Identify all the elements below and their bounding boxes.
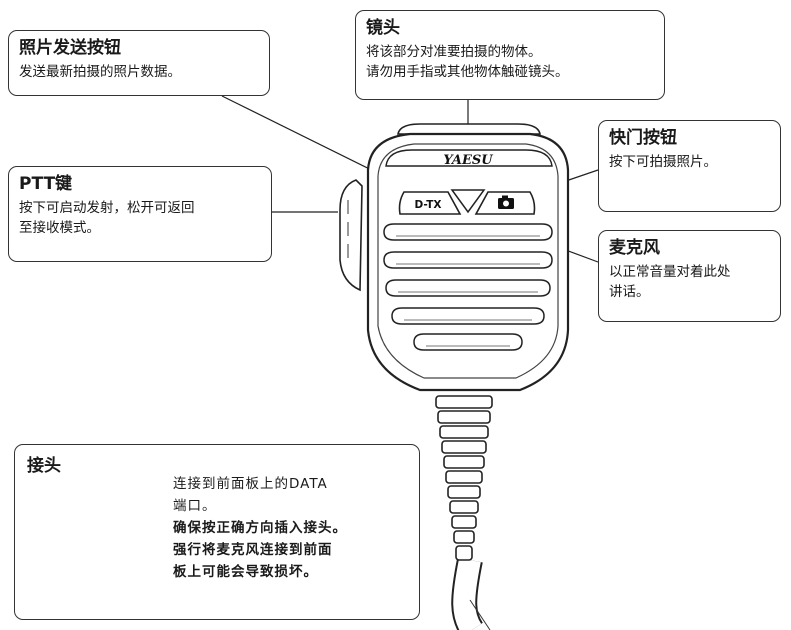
connector-title: 接头 xyxy=(27,456,61,476)
cable xyxy=(451,557,491,630)
lens-callout: 镜头 将该部分对准要拍摄的物体。 请勿用手指或其他物体触碰镜头。 xyxy=(355,10,665,100)
lens-title: 镜头 xyxy=(366,18,400,38)
microphone-title: 麦克风 xyxy=(609,238,660,258)
lens-window xyxy=(450,189,486,214)
photo-send-button-title: 照片发送按钮 xyxy=(19,38,121,58)
dtx-button xyxy=(398,191,462,215)
connector-callout: 接头 连接到前面板上的DATA 端口。 确保按正确方向插入接头。 强行将麦克风连… xyxy=(14,444,420,620)
ptt-key-callout: PTT键 按下可启动发射，松开可返回 至接收模式。 xyxy=(8,166,272,262)
microphone-callout: 麦克风 以正常音量对着此处 讲话。 xyxy=(598,230,781,322)
microphone-desc-1: 以正常音量对着此处 xyxy=(609,264,731,280)
ptt-key-desc-1: 按下可启动发射，松开可返回 xyxy=(19,200,195,216)
connector-line-1: 连接到前面板上的DATA xyxy=(173,476,328,492)
camera-icon xyxy=(498,195,514,209)
lens-desc-1: 将该部分对准要拍摄的物体。 xyxy=(366,44,542,60)
photo-send-button-desc: 发送最新拍摄的照片数据。 xyxy=(19,64,181,80)
top-band xyxy=(385,149,553,167)
shutter-button-desc: 按下可拍摄照片。 xyxy=(609,154,717,170)
connector-text: 连接到前面板上的DATA 端口。 确保按正确方向插入接头。 强行将麦克风连接到前… xyxy=(173,473,415,583)
photo-send-button-callout: 照片发送按钮 发送最新拍摄的照片数据。 xyxy=(8,30,270,96)
connector-warning-1: 确保按正确方向插入接头。 xyxy=(173,520,347,536)
dtx-button-label: D-TX xyxy=(415,199,442,211)
ptt-side-key xyxy=(339,179,363,292)
ptt-key-desc-2: 至接收模式。 xyxy=(19,220,100,236)
shutter-button-title: 快门按钮 xyxy=(609,128,677,148)
connector-line-2: 端口。 xyxy=(173,498,217,514)
connector-warning-2: 强行将麦克风连接到前面 xyxy=(173,542,333,558)
ptt-key-title: PTT键 xyxy=(19,174,73,194)
shutter-button-callout: 快门按钮 按下可拍摄照片。 xyxy=(598,120,781,212)
connector-warning-3: 板上可能会导致损坏。 xyxy=(173,564,318,580)
brand-logo: YAESU xyxy=(443,153,493,168)
lens-desc-2: 请勿用手指或其他物体触碰镜头。 xyxy=(366,64,569,80)
microphone-desc-2: 讲话。 xyxy=(609,284,650,300)
strain-relief xyxy=(435,395,493,561)
lens-bump xyxy=(397,123,541,135)
